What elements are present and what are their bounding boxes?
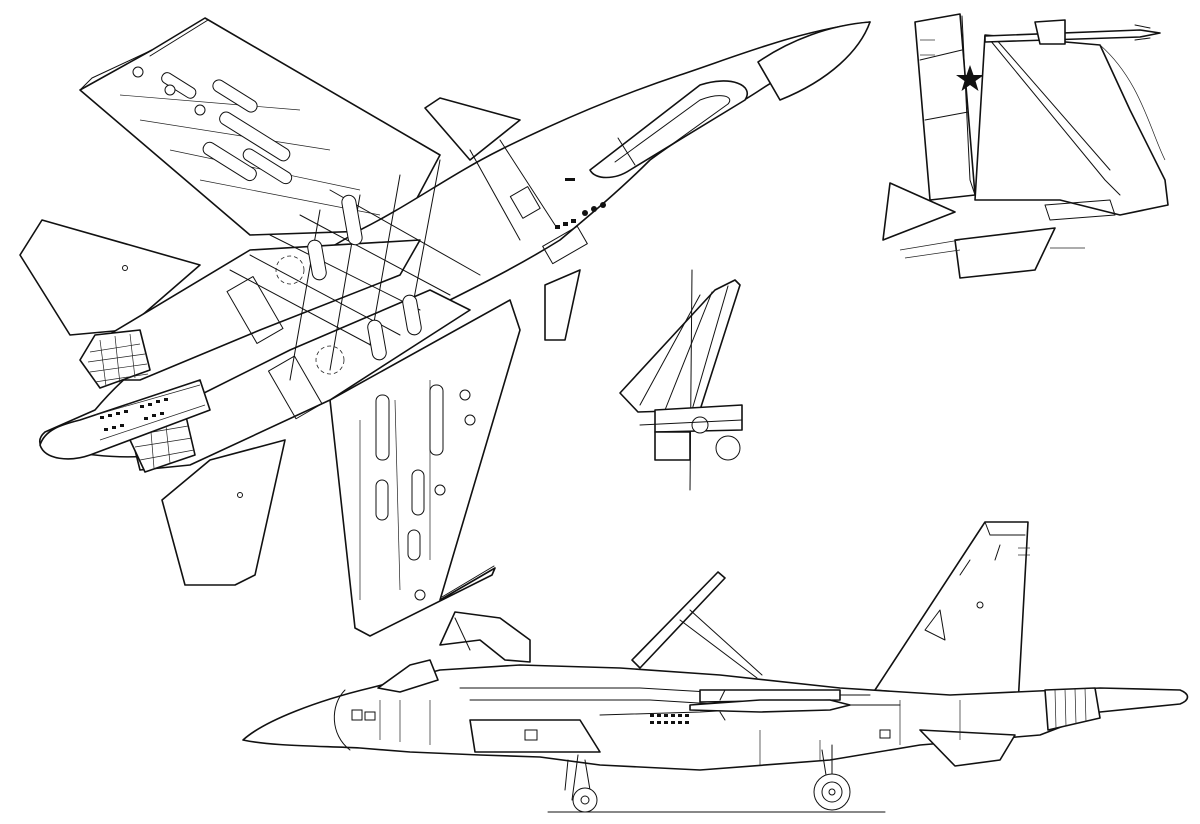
airbrake-panel — [619, 279, 741, 413]
main-landing-gear — [813, 744, 851, 811]
airbrake-detail — [619, 269, 743, 491]
upper-exhaust-nozzle — [79, 329, 151, 389]
side-vertical-fin — [874, 521, 1029, 706]
side-exhaust-nozzle — [1044, 687, 1101, 731]
upper-wing — [79, 17, 441, 236]
side-vents — [650, 714, 689, 724]
fin-wing-surface — [974, 34, 1169, 216]
lower-wing — [329, 299, 521, 637]
planform-canopy — [589, 80, 748, 179]
side-airbrake — [631, 571, 726, 669]
nose-landing-gear — [564, 754, 598, 813]
red-star-icon — [956, 65, 984, 91]
lower-wing-panels — [375, 384, 476, 601]
side-missile — [689, 689, 851, 721]
side-profile-view — [242, 521, 1189, 813]
upper-canard — [424, 97, 521, 161]
lower-canard — [544, 269, 581, 341]
belly-panels — [226, 139, 588, 420]
planform-view — [19, 17, 871, 637]
wingtip-missile — [984, 19, 1161, 45]
side-fuselage — [242, 664, 1189, 771]
upper-tailplane — [19, 219, 201, 336]
lower-tailplane — [161, 439, 286, 586]
belly-fittings — [555, 178, 606, 229]
side-canopy-frame — [377, 659, 439, 693]
planform-nose — [757, 21, 871, 101]
side-nose-cone — [333, 689, 351, 751]
detail-lower-fin — [954, 227, 1056, 279]
side-stabilator — [919, 729, 1016, 767]
upper-wing-panels — [132, 66, 293, 185]
tail-fin-detail — [882, 13, 1169, 279]
detail-tailplane — [882, 182, 956, 241]
side-canopy-open — [439, 611, 531, 663]
